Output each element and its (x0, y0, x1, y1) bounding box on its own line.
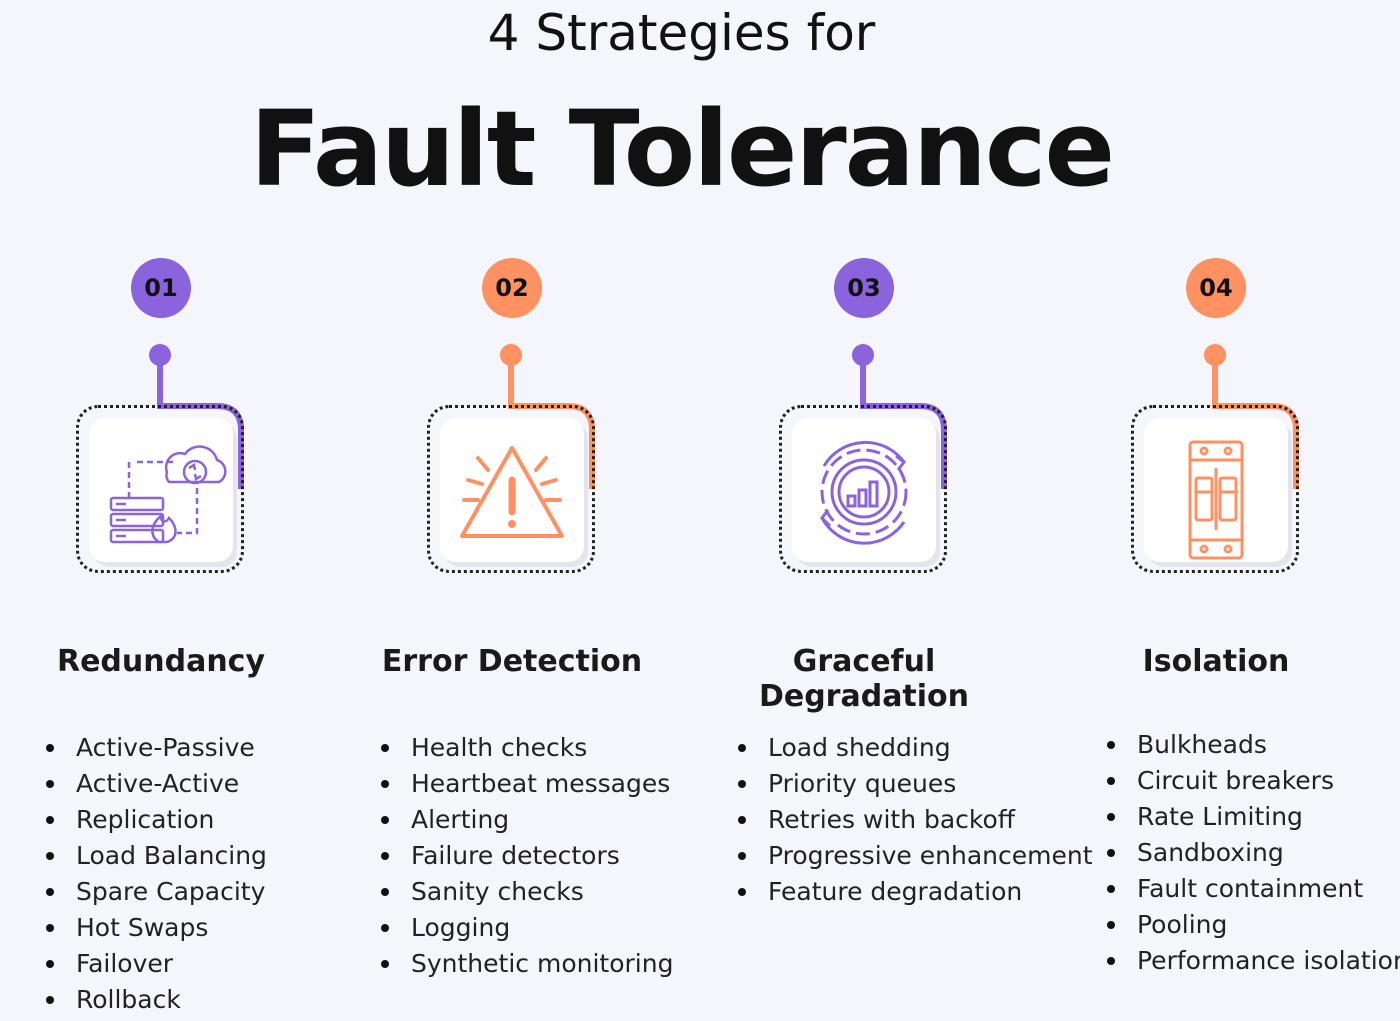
list-item: Heartbeat messages (381, 769, 673, 805)
strategy-redundancy: 01 (0, 0, 350, 1021)
strategy-heading: Isolation (1142, 644, 1290, 679)
icon-card (1131, 405, 1299, 573)
icon-card (779, 405, 947, 573)
strategy-heading: Graceful Degradation (758, 644, 970, 714)
list-item: Active-Active (46, 769, 267, 805)
list-item: Retries with backoff (738, 805, 1093, 841)
strategy-number-badge: 01 (131, 258, 191, 318)
list-item: Load shedding (738, 733, 1093, 769)
list-item: Progressive enhancement (738, 841, 1093, 877)
warning-triangle-icon (460, 446, 564, 538)
strategy-item-list: Load shedding Priority queues Retries wi… (738, 733, 1093, 913)
list-item: Feature degradation (738, 877, 1093, 913)
strategy-graceful-degradation: 03 Graceful Degradation (703, 0, 1093, 1021)
list-item: Active-Passive (46, 733, 267, 769)
list-item: Sandboxing (1107, 838, 1400, 874)
list-item: Rollback (46, 985, 267, 1021)
strategy-heading: Redundancy (56, 644, 266, 679)
list-item: Load Balancing (46, 841, 267, 877)
icon-card (427, 405, 595, 573)
strategy-heading: Error Detection (381, 644, 643, 679)
list-item: Bulkheads (1107, 730, 1400, 766)
list-item: Replication (46, 805, 267, 841)
icon-card (76, 405, 244, 573)
list-item: Alerting (381, 805, 673, 841)
page-title: Fault Tolerance (249, 88, 1115, 210)
strategy-number-badge: 04 (1186, 258, 1246, 318)
strategy-number-badge: 02 (482, 258, 542, 318)
list-item: Fault containment (1107, 874, 1400, 910)
list-item: Health checks (381, 733, 673, 769)
list-item: Rate Limiting (1107, 802, 1400, 838)
list-item: Sanity checks (381, 877, 673, 913)
strategy-item-list: Active-Passive Active-Active Replication… (46, 733, 267, 1021)
list-item: Pooling (1107, 910, 1400, 946)
strategy-number-badge: 03 (834, 258, 894, 318)
list-item: Failover (46, 949, 267, 985)
list-item: Logging (381, 913, 673, 949)
list-item: Circuit breakers (1107, 766, 1400, 802)
list-item: Spare Capacity (46, 877, 267, 913)
gear-chart-cycle-icon (820, 440, 908, 545)
list-item: Priority queues (738, 769, 1093, 805)
list-item: Synthetic monitoring (381, 949, 673, 985)
list-item: Hot Swaps (46, 913, 267, 949)
strategy-isolation: 04 Isolation Bulkheads Circuit brea (1055, 0, 1400, 1021)
list-item: Failure detectors (381, 841, 673, 877)
circuit-breaker-icon (1188, 440, 1244, 560)
list-item: Performance isolation (1107, 946, 1400, 982)
strategy-item-list: Health checks Heartbeat messages Alertin… (381, 733, 673, 985)
server-cloud-sync-icon (109, 445, 227, 544)
strategy-error-detection: 02 Error Detection Health ch (351, 0, 701, 1021)
page-subtitle: 4 Strategies for (487, 4, 876, 62)
strategy-item-list: Bulkheads Circuit breakers Rate Limiting… (1107, 730, 1400, 982)
